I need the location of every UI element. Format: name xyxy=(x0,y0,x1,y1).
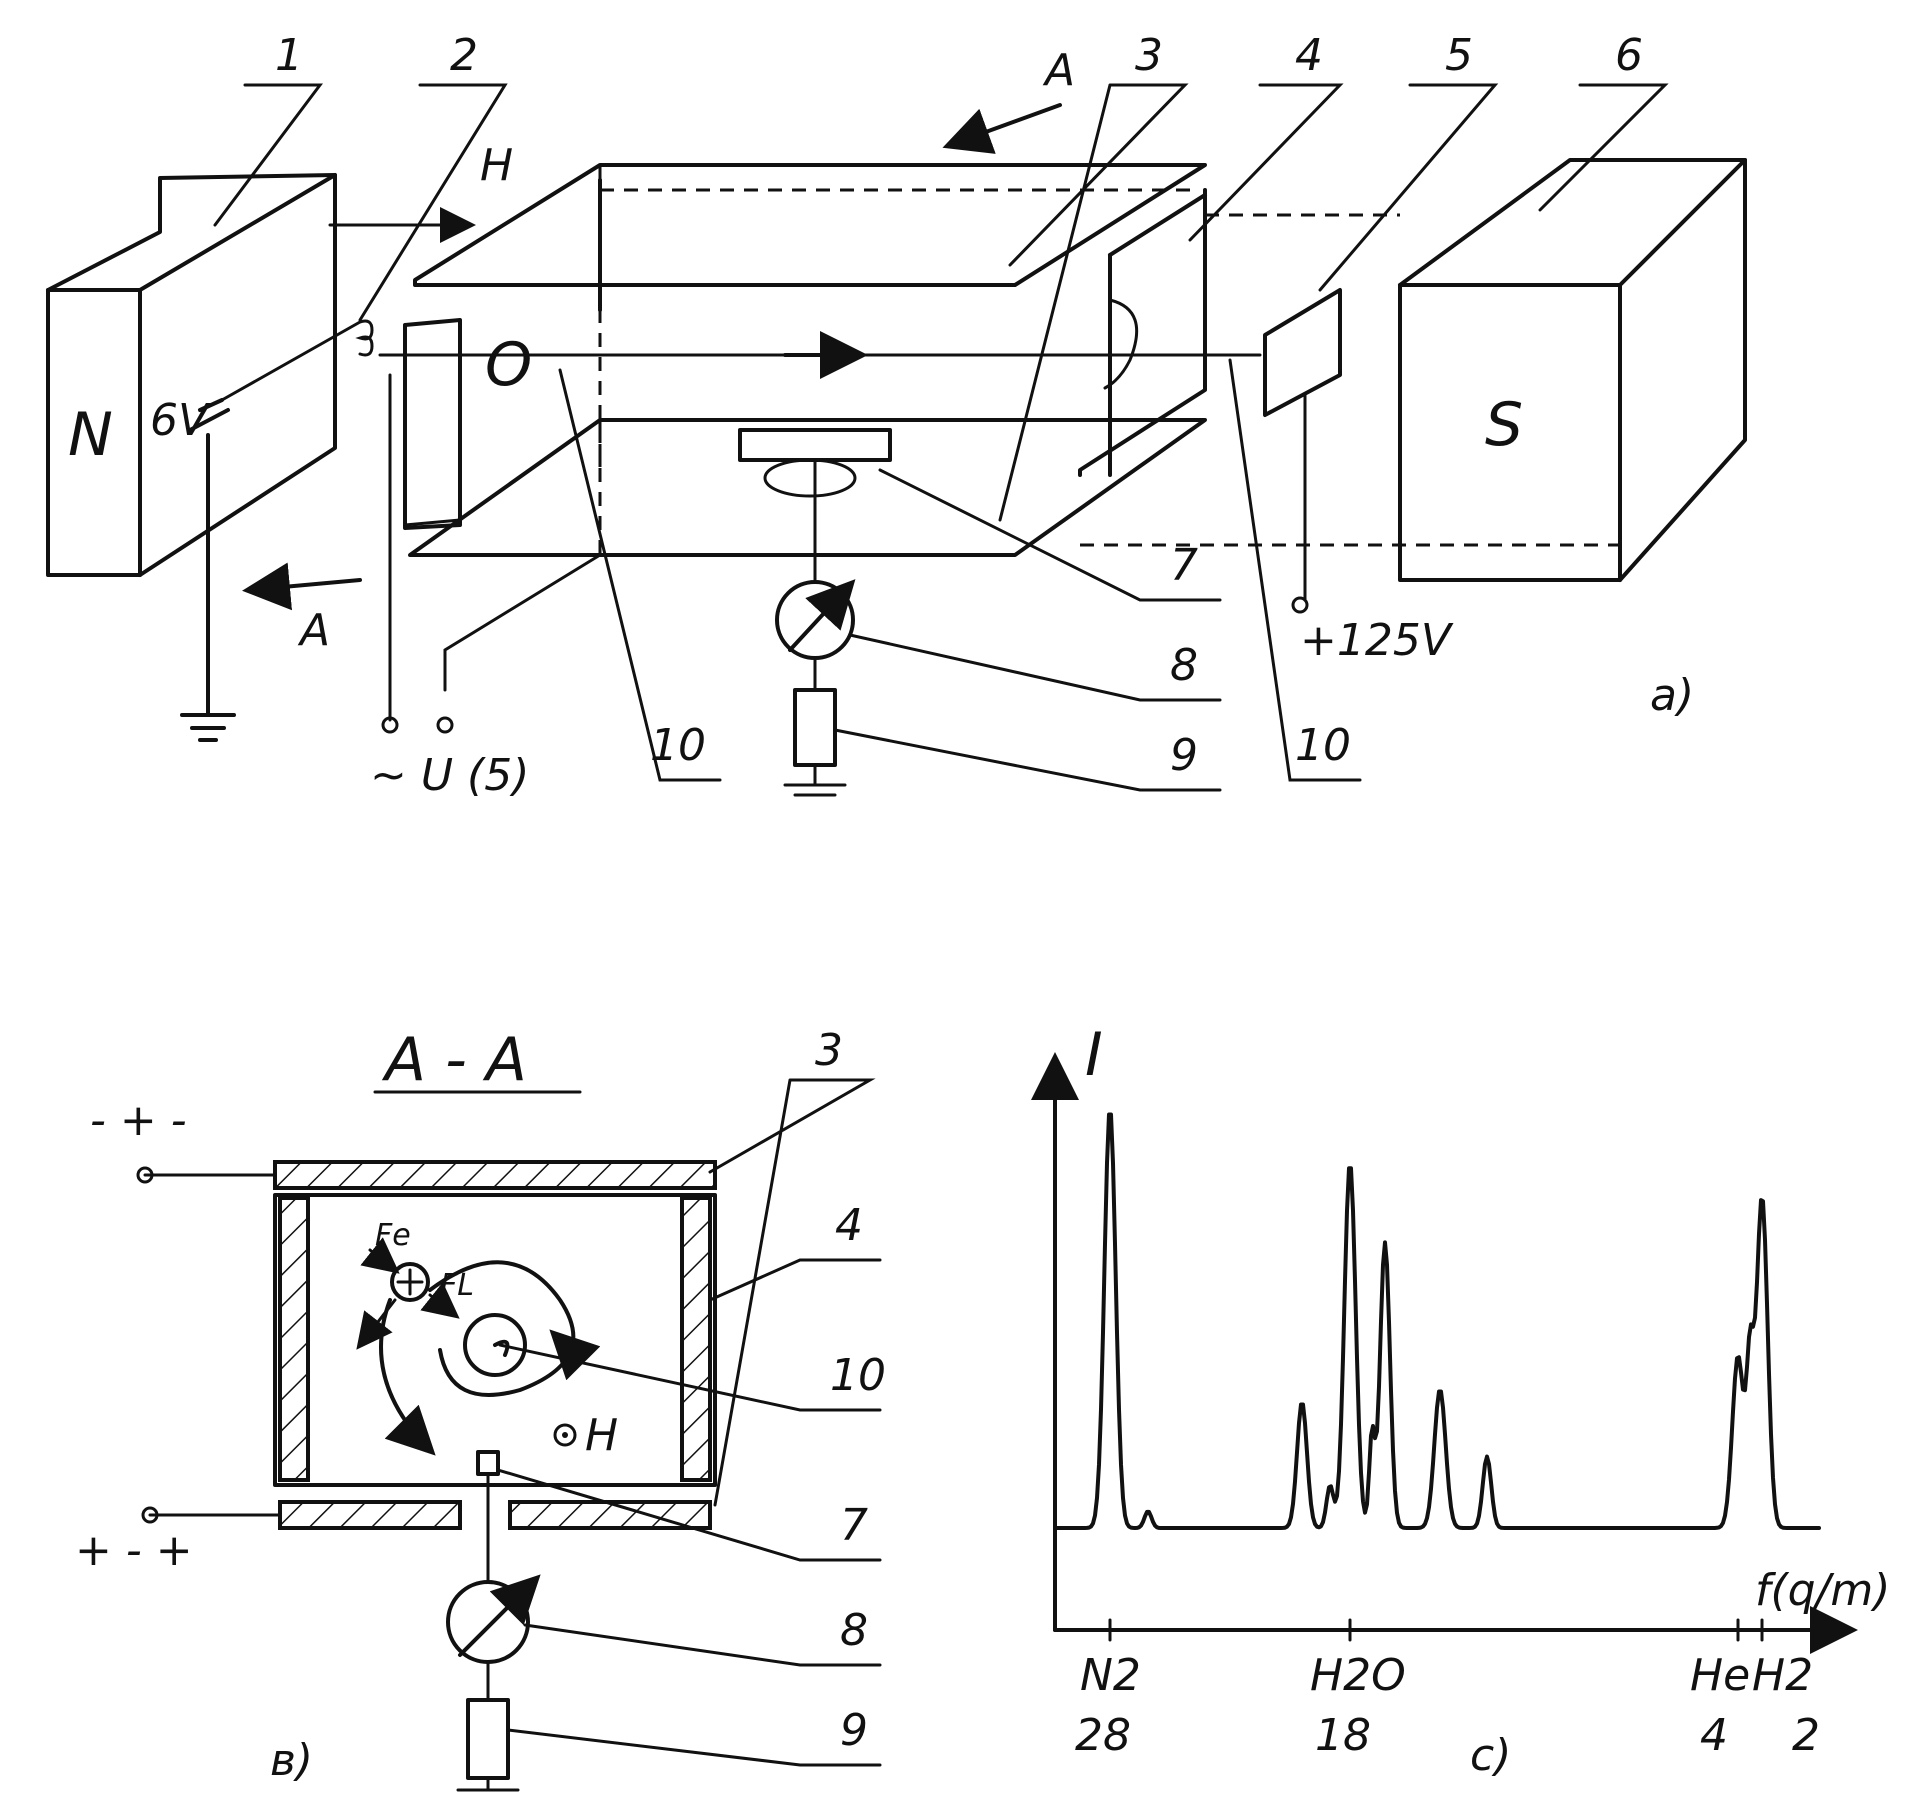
top-plate xyxy=(273,1160,717,1190)
panel-a-label: a) xyxy=(1650,670,1694,721)
section-title: A - A xyxy=(381,1025,527,1095)
tick-h2o-species: H2O xyxy=(1310,1650,1406,1701)
filament-battery: 6V xyxy=(150,319,374,742)
leader-5: 5 xyxy=(1445,30,1473,81)
field-h-b-label: H xyxy=(585,1410,618,1461)
field-h-symbol: H xyxy=(553,1410,618,1461)
panel-a-apparatus: N 6V H A A xyxy=(46,30,1747,801)
tick-h2-species: H2 xyxy=(1752,1650,1813,1701)
ion-gate-label: O xyxy=(485,330,532,400)
leader-9: 9 xyxy=(1170,730,1198,781)
section-a-left-label: A xyxy=(297,605,330,656)
battery-label: 6V xyxy=(150,395,211,446)
leader-b-4: 4 xyxy=(835,1200,863,1251)
field-dashed-lines xyxy=(1080,213,1620,547)
section-arrow-a-top: A xyxy=(942,45,1075,154)
leader-8: 8 xyxy=(1170,640,1198,691)
pole-n-label: N xyxy=(68,400,113,470)
tick-n2-species: N2 xyxy=(1080,1650,1141,1701)
tick-n2-mass: 28 xyxy=(1075,1710,1131,1761)
x-axis-label: f(q/m) xyxy=(1755,1565,1890,1616)
leader-b-3: 3 xyxy=(815,1025,843,1076)
tick-he-mass: 4 xyxy=(1700,1710,1728,1761)
resistor-9b xyxy=(456,1698,520,1792)
leader-6: 6 xyxy=(1615,30,1643,81)
analyzer-top-plate xyxy=(413,163,1207,470)
ac-input-wires: ~ U (5) xyxy=(370,373,602,801)
collector-b xyxy=(476,1450,500,1582)
panel-c-label: c) xyxy=(1470,1730,1511,1781)
bottom-polarity: + - + xyxy=(75,1525,193,1576)
leader-b-8: 8 xyxy=(840,1605,868,1656)
field-h-label: H xyxy=(480,140,513,191)
panel-a-leaders: 1 2 3 4 5 6 7 8 9 10 10 xyxy=(213,30,1669,792)
electron-trap-5: +125V xyxy=(1263,288,1454,666)
spectrum-trace xyxy=(1053,1112,1821,1530)
resistor-9a xyxy=(783,688,847,797)
leader-10-left: 10 xyxy=(650,720,706,771)
y-axis-label: I xyxy=(1085,1020,1103,1090)
ion-collector xyxy=(738,428,892,582)
analyzer-cavity xyxy=(273,1193,717,1487)
spectrum-line xyxy=(1053,1112,1821,1530)
tick-h2o-mass: 18 xyxy=(1315,1710,1371,1761)
tick-n2: N2 28 xyxy=(1075,1618,1141,1761)
tick-h2: H2 2 xyxy=(1752,1618,1820,1761)
supply-label: +125V xyxy=(1300,615,1454,666)
pole-s-label: S xyxy=(1485,390,1523,460)
x-axis-ticks: N2 28 H2O 18 He 4 H2 2 xyxy=(1075,1618,1820,1761)
panel-b-cross-section: A - A - + - + - + Fe FL xyxy=(75,1025,886,1792)
field-arrow-h: H xyxy=(328,140,513,243)
panel-b-label: в) xyxy=(270,1735,313,1786)
magnet-north-pole: N xyxy=(46,173,337,577)
force-fl-label: FL xyxy=(440,1268,474,1303)
top-polarity: - + - xyxy=(90,1095,187,1146)
tick-he: He 4 xyxy=(1690,1618,1750,1761)
tick-h2o: H2O 18 xyxy=(1310,1618,1406,1761)
analyzer-bottom-plate xyxy=(408,418,1207,557)
leader-7: 7 xyxy=(1170,540,1198,591)
leader-4: 4 xyxy=(1295,30,1323,81)
right-end-plate xyxy=(680,1196,712,1482)
leader-10-right: 10 xyxy=(1295,720,1351,771)
leader-1: 1 xyxy=(275,30,303,81)
section-a-top-label: A xyxy=(1042,45,1075,96)
panel-c-mass-spectrum: I f(q/m) N2 28 H2O 18 He 4 H2 2 xyxy=(1031,1020,1890,1781)
panel-b-leaders: 3 4 10 7 8 9 xyxy=(496,1025,886,1767)
ion-forces: Fe FL xyxy=(356,1218,474,1350)
magnet-south-pole: S xyxy=(1398,158,1747,582)
leader-b-9: 9 xyxy=(840,1705,868,1756)
leader-b-7: 7 xyxy=(840,1500,868,1551)
ac-input-label: ~ U (5) xyxy=(370,750,529,801)
tick-h2-mass: 2 xyxy=(1792,1710,1820,1761)
leader-3: 3 xyxy=(1135,30,1163,81)
section-arrow-a-left: A xyxy=(242,562,362,656)
leader-2: 2 xyxy=(450,30,478,81)
analyzer-end-plates: O xyxy=(403,178,1207,530)
electrometer-8b xyxy=(446,1574,541,1702)
bottom-plate-left xyxy=(278,1500,462,1530)
force-fe-label: Fe xyxy=(375,1218,411,1253)
electrometer-8a xyxy=(775,579,856,692)
left-end-plate xyxy=(278,1196,310,1482)
leader-b-10: 10 xyxy=(830,1350,886,1401)
tick-he-species: He xyxy=(1690,1650,1750,1701)
